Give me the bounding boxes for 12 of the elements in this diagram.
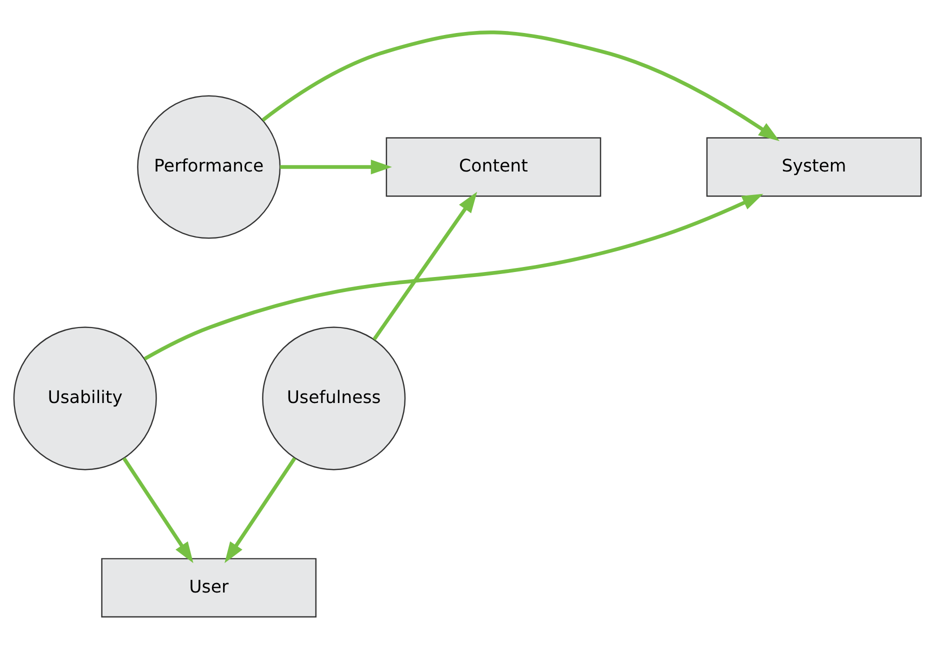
arrow (372, 192, 477, 340)
node-circle: Usefulness (262, 326, 406, 470)
arrow (280, 160, 392, 174)
node-box: System (706, 137, 922, 197)
arrow (224, 457, 296, 564)
node-circle: Performance (136, 95, 280, 239)
arrow (261, 30, 780, 142)
arrow (122, 457, 193, 564)
node-box: Content (385, 137, 601, 197)
arrow (143, 194, 763, 361)
node-circle: Usability (12, 326, 156, 470)
node-box: User (100, 558, 316, 618)
